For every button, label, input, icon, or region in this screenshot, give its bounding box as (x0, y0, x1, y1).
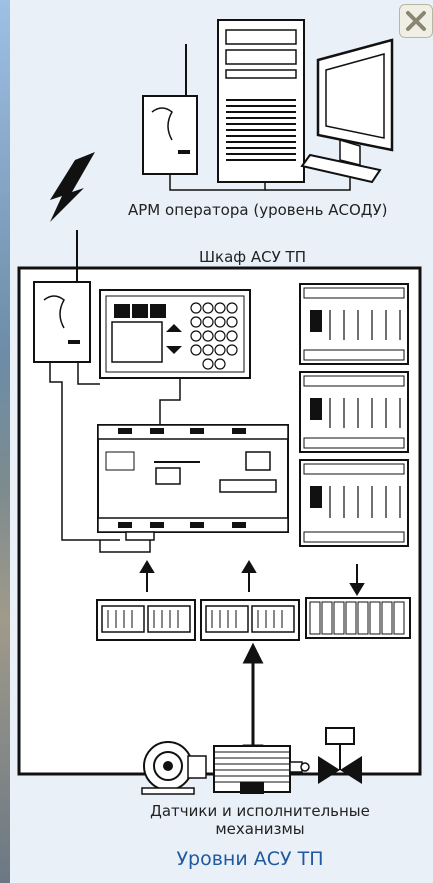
io-module-icon (300, 372, 408, 452)
sensors-label-line-1: Датчики и исполнительные (120, 802, 400, 820)
operator-panel-icon (100, 290, 250, 378)
cabinet-modem-icon (34, 230, 90, 362)
terminal-block-icon (97, 600, 195, 640)
diagram-caption: Уровни АСУ ТП (100, 848, 400, 870)
sensors-actuators-label: Датчики и исполнительные механизмы (120, 802, 400, 838)
pc-tower-icon (218, 20, 304, 182)
operator-modem-icon (143, 44, 197, 174)
sensors-label-line-2: механизмы (120, 820, 400, 838)
terminal-block-icon (306, 598, 410, 638)
io-module-icon (300, 284, 408, 364)
operator-workstation-label: АРМ оператора (уровень АСОДУ) (128, 201, 388, 219)
monitor-icon (302, 40, 392, 182)
plc-icon (98, 425, 288, 540)
io-module-icon (300, 460, 408, 546)
cabinet-label: Шкаф АСУ ТП (199, 248, 306, 266)
terminal-block-icon (201, 600, 299, 640)
lightning-icon (50, 152, 95, 222)
